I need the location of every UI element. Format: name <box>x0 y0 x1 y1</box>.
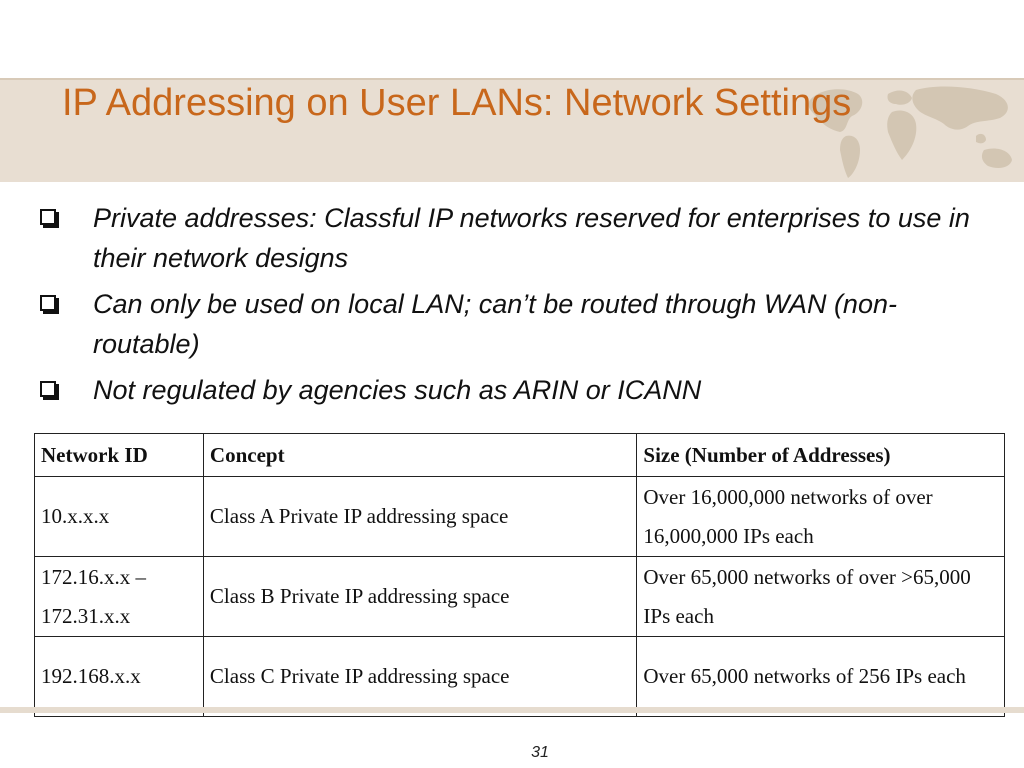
size-cell: Over 65,000 networks of over >65,000 IPs… <box>636 556 1005 637</box>
bullet-text: Not regulated by agencies such as ARIN o… <box>93 375 702 405</box>
page-number: 31 <box>531 744 549 761</box>
network-id-cell: 172.16.x.x – 172.31.x.x <box>34 556 204 637</box>
hollow-square-bullet-icon <box>40 381 56 397</box>
header-band <box>0 78 1024 182</box>
private-address-table: Network ID Concept Size (Number of Addre… <box>34 433 1005 717</box>
footer-rule <box>0 707 1024 713</box>
concept-cell: Class B Private IP addressing space <box>202 556 638 637</box>
size-cell: Over 16,000,000 networks of over 16,000,… <box>636 476 1005 557</box>
hollow-square-bullet-icon <box>40 295 56 311</box>
header-network-id: Network ID <box>34 433 204 477</box>
header-size: Size (Number of Addresses) <box>636 433 1005 477</box>
bullet-list: Private addresses: Classful IP networks … <box>40 198 1000 416</box>
slide-title: IP Addressing on User LANs: Network Sett… <box>62 82 852 124</box>
network-id-cell: 192.168.x.x <box>34 636 204 717</box>
hollow-square-bullet-icon <box>40 209 56 225</box>
network-id-cell: 10.x.x.x <box>34 476 204 557</box>
table-row: 10.x.x.x Class A Private IP addressing s… <box>34 476 1005 557</box>
concept-cell: Class A Private IP addressing space <box>202 476 638 557</box>
table-row: 192.168.x.x Class C Private IP addressin… <box>34 636 1005 717</box>
header-concept: Concept <box>202 433 638 477</box>
bullet-text: Private addresses: Classful IP networks … <box>93 203 970 273</box>
size-cell: Over 65,000 networks of 256 IPs each <box>636 636 1005 717</box>
bullet-text: Can only be used on local LAN; can’t be … <box>93 289 897 359</box>
bullet-item: Can only be used on local LAN; can’t be … <box>40 284 1000 364</box>
bullet-item: Not regulated by agencies such as ARIN o… <box>40 370 1000 410</box>
concept-cell: Class C Private IP addressing space <box>202 636 638 717</box>
table-row: 172.16.x.x – 172.31.x.x Class B Private … <box>34 556 1005 637</box>
bullet-item: Private addresses: Classful IP networks … <box>40 198 1000 278</box>
world-map-icon <box>808 86 1012 178</box>
table-header-row: Network ID Concept Size (Number of Addre… <box>34 433 1005 477</box>
